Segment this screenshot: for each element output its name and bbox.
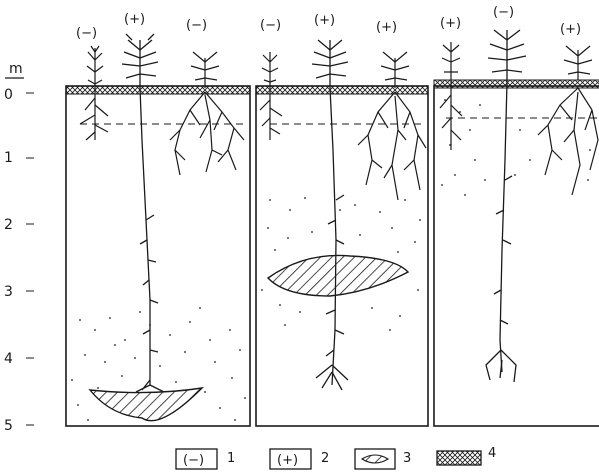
tick-label-2: 2 xyxy=(4,217,13,233)
panel-3-sign-2: (−) xyxy=(493,5,514,20)
panel-1: (−) (+) (−) xyxy=(66,12,250,426)
tick-label-0: 0 xyxy=(4,87,13,103)
depth-axis: m 0 1 2 3 4 5 xyxy=(4,61,34,434)
tick-label-5: 5 xyxy=(4,418,13,434)
panel-2-sign-1: (−) xyxy=(260,18,281,33)
panel-1-sign-2: (+) xyxy=(124,12,145,27)
legend-item-4: 4 xyxy=(437,446,496,465)
panel-3-sand-texture xyxy=(441,99,591,196)
tick-label-3: 3 xyxy=(4,284,13,300)
panel-1-sign-3: (−) xyxy=(186,18,207,33)
legend-item-2-symbol: (+) xyxy=(277,453,298,468)
legend-item-4-number: 4 xyxy=(488,446,496,461)
crosshatch-strip-icon xyxy=(437,451,481,465)
panel-3: (+) (−) (+) xyxy=(434,5,599,426)
legend-item-1: (−) 1 xyxy=(176,449,235,469)
lens-hatched-icon xyxy=(362,455,388,463)
tick-label-4: 4 xyxy=(4,351,13,367)
legend-item-3-number: 3 xyxy=(403,451,411,466)
legend-item-1-symbol: (−) xyxy=(183,453,204,468)
panel-2-sign-2: (+) xyxy=(314,13,335,28)
panel-2: (−) (+) (+) xyxy=(256,13,428,426)
legend-item-3: 3 xyxy=(355,449,411,469)
legend-item-1-number: 1 xyxy=(227,451,235,466)
panel-1-sign-1: (−) xyxy=(76,26,97,41)
axis-unit-label: m xyxy=(9,61,23,77)
panel-3-sign-3: (+) xyxy=(560,22,581,37)
tick-label-1: 1 xyxy=(4,150,13,166)
legend-item-2-number: 2 xyxy=(321,451,329,466)
legend-item-2: (+) 2 xyxy=(270,449,329,469)
panel-2-sign-3: (+) xyxy=(376,20,397,35)
legend: (−) 1 (+) 2 3 4 xyxy=(176,446,496,469)
panel-3-sign-1: (+) xyxy=(440,16,461,31)
